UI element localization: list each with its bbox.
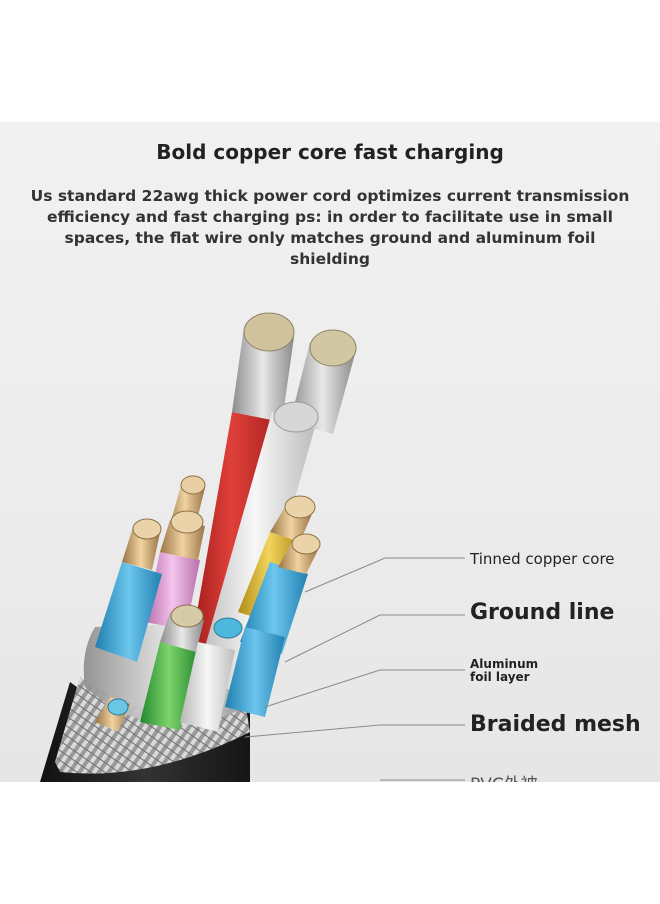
label-aluminum-foil-layer: Aluminum foil layer bbox=[470, 657, 539, 684]
page-title: Bold copper core fast charging bbox=[156, 140, 504, 164]
label-ground-line: Ground line bbox=[470, 600, 615, 625]
product-panel: Bold copper core fast charging Us standa… bbox=[0, 122, 660, 782]
label-pvc-jacket: PVC外被 bbox=[470, 770, 538, 782]
leader-lines bbox=[244, 557, 465, 781]
cable-illustration bbox=[40, 312, 465, 782]
white-inner-wire bbox=[180, 617, 243, 732]
label-tinned-copper-core: Tinned copper core bbox=[470, 550, 615, 568]
blue-wire-left bbox=[95, 518, 162, 662]
ground-line bbox=[95, 697, 130, 732]
label-braided-mesh: Braided mesh bbox=[470, 712, 641, 737]
description-text: Us standard 22awg thick power cord optim… bbox=[30, 187, 630, 268]
blue-wire-front bbox=[225, 627, 285, 717]
